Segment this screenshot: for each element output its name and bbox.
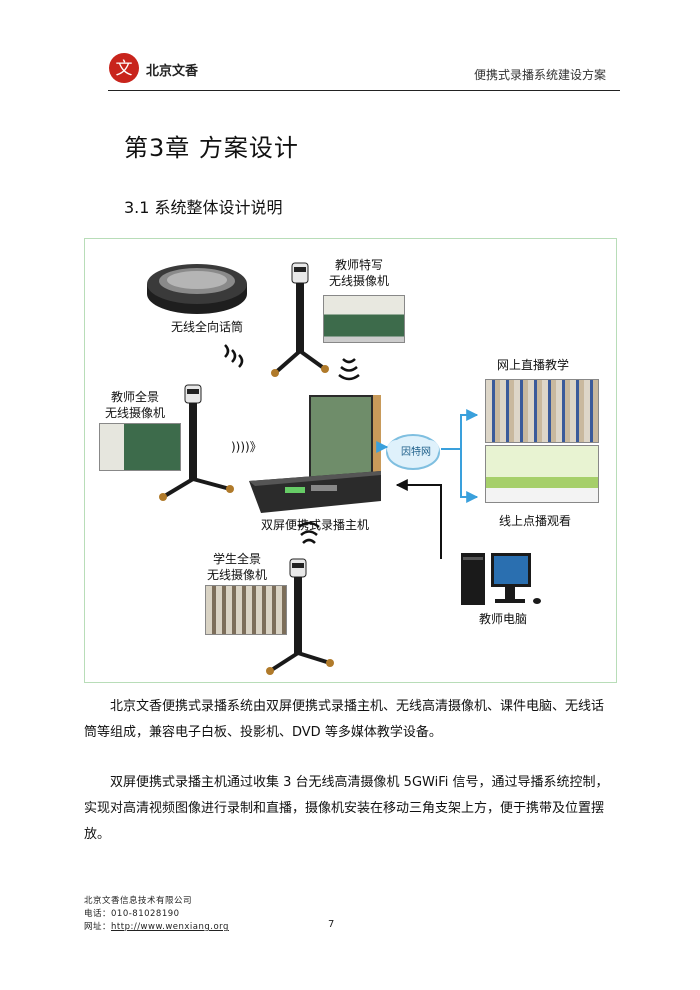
close-up-camera-icon [271,262,329,377]
live-label: 网上直播教学 [497,358,570,372]
teacher-panorama-camera-icon [159,384,234,501]
paragraph-2: 双屏便携式录播主机通过收集 3 台无线高清摄像机 5GWiFi 信号，通过导播系… [84,775,609,842]
student-cam-signal-icon [298,521,320,544]
close-up-classroom-thumbnail [323,295,405,343]
company-logo: 文 [109,53,139,83]
dual-screen-host-icon [249,395,381,513]
vod-webpage-thumbnail [485,445,599,503]
svg-text:))))》: ))))》 [231,440,262,454]
footer-website-link[interactable]: http://www.wenxiang.org [111,922,229,932]
footer-website-row: 网址：http://www.wenxiang.org [84,920,229,932]
teacher-classroom-thumbnail [99,423,181,471]
document-title: 便携式录播系统建设方案 [473,68,606,82]
section-title: 3.1 系统整体设计说明 [124,198,283,217]
page-number: 7 [328,919,335,930]
footer-website-label: 网址： [84,922,112,932]
student-panorama-camera-icon [266,558,334,675]
footer-company: 北京文香信息技术有限公司 [84,896,193,906]
company-brand: 北京文香 [146,64,199,79]
pc-label: 教师电脑 [479,612,528,626]
student-classroom-thumbnail [205,585,287,635]
svg-text:文: 文 [116,59,133,79]
live-classroom-thumbnail [485,379,599,443]
mic-label: 无线全向话筒 [171,320,244,334]
wireless-microphone-icon [147,264,247,314]
chapter-title: 第3章 方案设计 [124,134,299,162]
internet-label: 因特网 [401,447,431,458]
close-cam-label: 教师特写无线摄像机 [329,258,390,288]
close-cam-signal-icon [338,358,360,381]
mic-signal-icon [224,344,244,368]
page-header: 文 北京文香 便携式录播系统建设方案 [108,52,620,91]
footer-phone: 电话：010-81028190 [84,909,180,919]
host-label: 双屏便携式录播主机 [261,518,370,532]
paragraph-1: 北京文香便携式录播系统由双屏便携式录播主机、无线高清摄像机、课件电脑、无线话筒等… [84,699,605,740]
teacher-cam-signal-icon: ))))》 [231,440,262,454]
system-diagram: ))))》 [84,238,617,683]
teacher-cam-label: 教师全景无线摄像机 [105,390,166,420]
vod-label: 线上点播观看 [499,514,572,528]
diagram-graphics: ))))》 [147,262,541,675]
student-cam-label: 学生全景无线摄像机 [207,552,268,582]
teacher-pc-icon [461,553,541,605]
